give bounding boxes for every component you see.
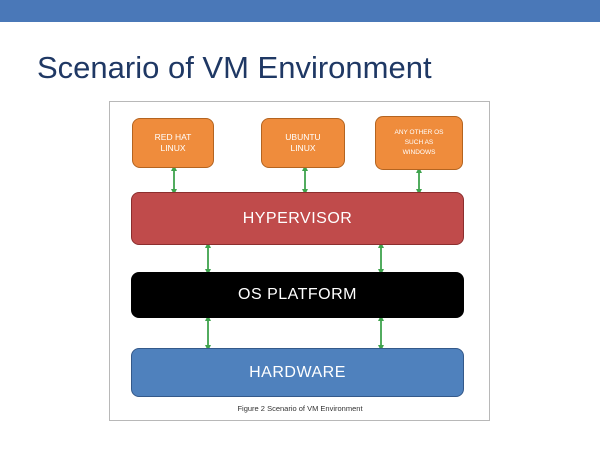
layer-hardware: HARDWARE [131,348,464,397]
guest-os-label-line: ANY OTHER OS [394,129,444,137]
guest-os-label-line: WINDOWS [402,148,436,156]
layer-hypervisor: HYPERVISOR [131,192,464,245]
guest-os-other: ANY OTHER OS SUCH AS WINDOWS [375,116,463,170]
guest-os-redhat: RED HAT LINUX [132,118,214,168]
guest-os-label-line: LINUX [160,143,186,153]
guest-os-label-line: SUCH AS [404,139,434,147]
slide-top-bar [0,0,600,22]
layer-os-platform-label: OS PLATFORM [238,286,357,303]
guest-os-label-line: RED HAT [154,132,192,143]
guest-os-ubuntu: UBUNTU LINUX [261,118,345,168]
layer-hardware-label: HARDWARE [249,363,346,381]
figure-caption: Figure 2 Scenario of VM Environment [237,404,363,413]
layer-hypervisor-label: HYPERVISOR [242,209,353,227]
slide-title: Scenario of VM Environment [37,50,432,85]
guest-os-label-line: LINUX [290,143,316,153]
guest-os-label-line: UBUNTU [285,132,321,143]
layer-os-platform: OS PLATFORM [131,272,464,318]
